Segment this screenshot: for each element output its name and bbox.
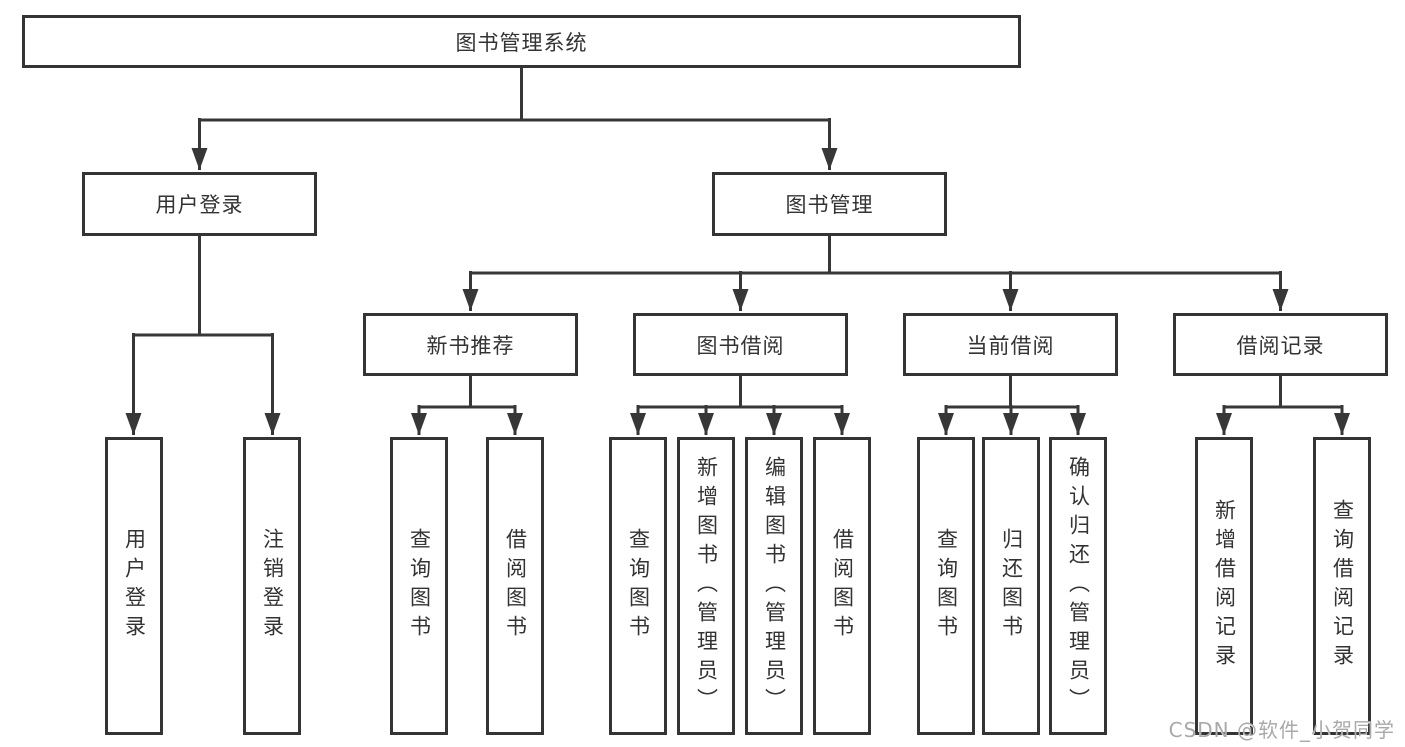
node-current-borrow-label: 当前借阅 [966, 333, 1055, 358]
node-user-login-label: 用户登录 [155, 193, 244, 217]
node-new-book-recommend-label: 新书推荐 [426, 333, 515, 358]
leaf-label: 借阅图书 [503, 528, 528, 644]
leaf-query-books-current: 查询图书 [917, 437, 975, 735]
leaf-edit-books-admin: 编辑图书（管理员） [745, 437, 803, 735]
node-new-book-recommend: 新书推荐 [363, 313, 578, 376]
leaf-query-books-recommend: 查询图书 [390, 437, 448, 735]
leaf-label: 查询图书 [934, 528, 959, 644]
node-borrow-records-label: 借阅记录 [1236, 333, 1325, 358]
leaf-logout: 注销登录 [243, 437, 301, 735]
node-book-management-label: 图书管理 [785, 193, 874, 217]
leaf-add-borrow-record: 新增借阅记录 [1195, 437, 1253, 735]
node-borrow-records: 借阅记录 [1173, 313, 1388, 376]
leaf-borrow-books: 借阅图书 [813, 437, 871, 735]
leaf-label: 查询借阅记录 [1330, 499, 1355, 673]
leaf-label: 查询图书 [626, 528, 651, 644]
node-book-management: 图书管理 [712, 172, 947, 236]
leaf-query-books-borrow: 查询图书 [609, 437, 667, 735]
leaf-label: 新增图书（管理员） [694, 455, 719, 717]
leaf-label: 确认归还（管理员） [1066, 455, 1091, 717]
leaf-add-books-admin: 新增图书（管理员） [677, 437, 735, 735]
leaf-return-books: 归还图书 [982, 437, 1040, 735]
leaf-label: 编辑图书（管理员） [762, 455, 787, 717]
leaf-borrow-books-recommend: 借阅图书 [486, 437, 544, 735]
leaf-query-borrow-record: 查询借阅记录 [1313, 437, 1371, 735]
leaf-label: 借阅图书 [830, 528, 855, 644]
leaf-label: 新增借阅记录 [1212, 499, 1237, 673]
node-book-borrow: 图书借阅 [633, 313, 848, 376]
leaf-label: 归还图书 [999, 528, 1024, 644]
leaf-user-login: 用户登录 [105, 437, 163, 735]
node-root: 图书管理系统 [22, 15, 1021, 68]
node-book-borrow-label: 图书借阅 [696, 333, 785, 358]
csdn-watermark: CSDN @软件_小贺同学 [1168, 718, 1395, 742]
leaf-user-login-label: 用户登录 [122, 528, 147, 644]
node-root-label: 图书管理系统 [455, 30, 588, 55]
leaf-confirm-return-admin: 确认归还（管理员） [1049, 437, 1107, 735]
leaf-label: 查询图书 [407, 528, 432, 644]
node-current-borrow: 当前借阅 [903, 313, 1118, 376]
node-user-login: 用户登录 [82, 172, 317, 236]
leaf-logout-label: 注销登录 [260, 528, 285, 644]
